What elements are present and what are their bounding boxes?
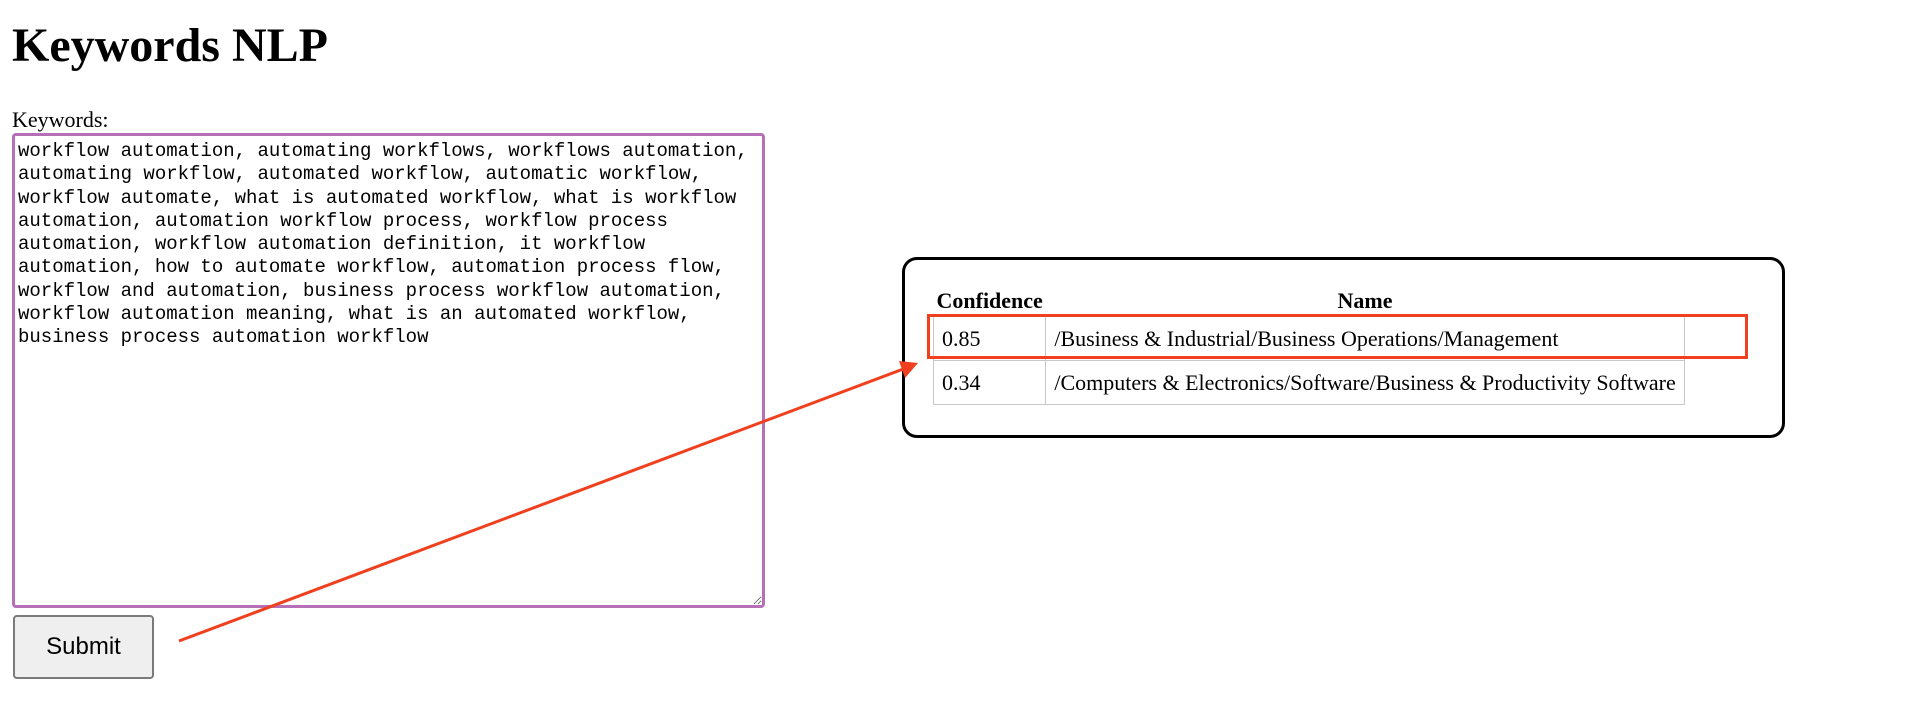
keywords-label: Keywords: (12, 107, 109, 132)
category-name-cell: /Computers & Electronics/Software/Busine… (1045, 360, 1685, 405)
table-row: 0.85 /Business & Industrial/Business Ope… (932, 316, 1685, 361)
submit-button[interactable]: Submit (13, 615, 154, 679)
table-row: 0.34 /Computers & Electronics/Software/B… (932, 360, 1685, 405)
confidence-cell: 0.34 (932, 360, 1047, 405)
header-name: Name (1337, 288, 1393, 313)
header-confidence: Confidence (936, 288, 1043, 313)
results-panel: Confidence Name 0.85 /Business & Industr… (902, 257, 1785, 438)
page-title: Keywords NLP (12, 19, 328, 72)
confidence-cell: 0.85 (932, 316, 1047, 361)
table-header-row: Confidence Name (934, 286, 1685, 317)
category-name-cell: /Business & Industrial/Business Operatio… (1045, 316, 1685, 361)
results-table: Confidence Name 0.85 /Business & Industr… (932, 286, 1685, 405)
keywords-textarea[interactable]: workflow automation, automating workflow… (12, 133, 765, 608)
